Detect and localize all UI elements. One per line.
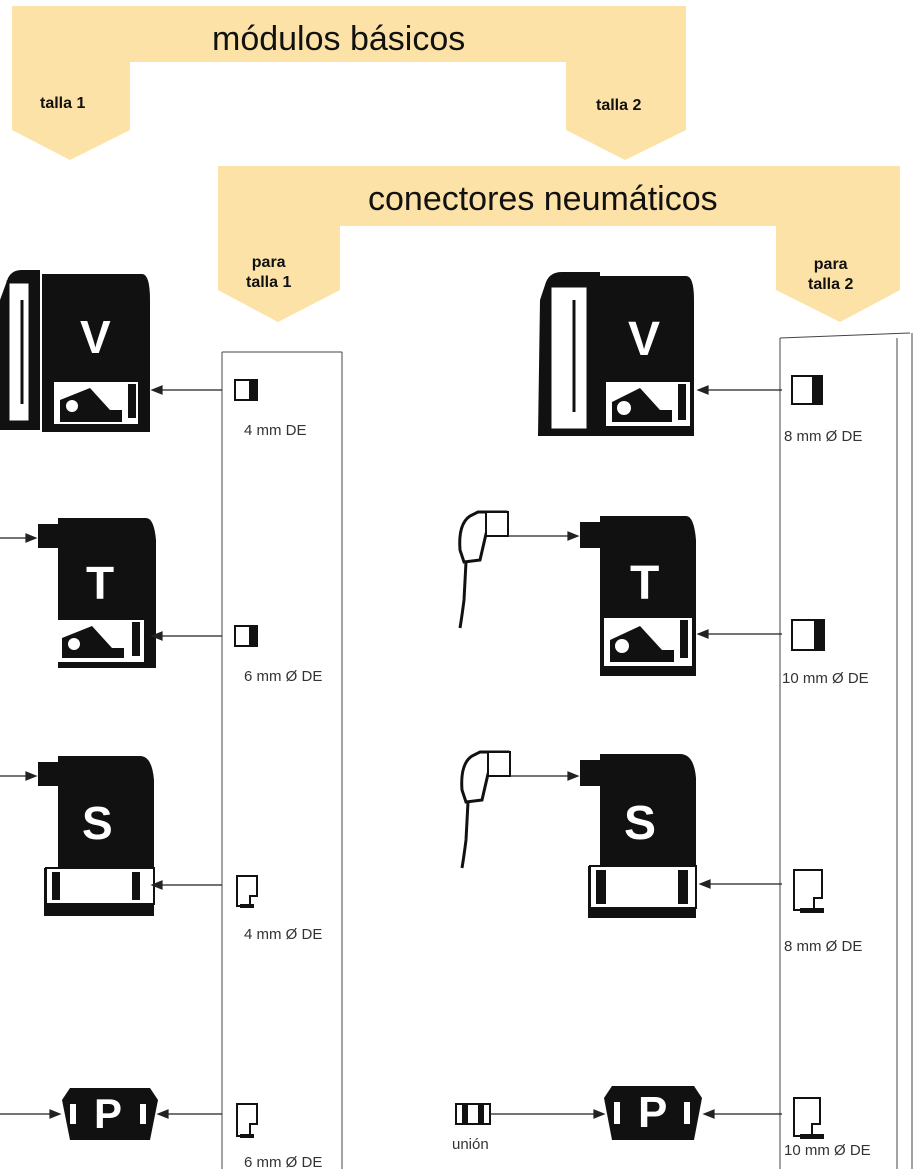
module-t-talla2: [580, 516, 696, 676]
modulos-title: módulos básicos: [212, 20, 466, 58]
para-talla2-label: para talla 2: [808, 255, 853, 295]
module-p-talla1: [62, 1088, 158, 1140]
column-frame-talla1: [221, 351, 343, 1169]
module-v-talla1-letter: V: [80, 311, 111, 363]
dim-talla1-1: 4 mm DE: [244, 422, 307, 439]
talla2-label: talla 2: [596, 97, 642, 114]
plug-talla2-t: [458, 510, 509, 629]
module-v-talla2: [538, 272, 694, 436]
module-t-talla1: [38, 518, 156, 668]
module-t-talla1-letter: T: [86, 557, 115, 609]
union-connector: [455, 1103, 491, 1125]
para-talla2-line2: talla 2: [808, 276, 854, 293]
modulos-banner: [12, 6, 686, 160]
talla1-label: talla 1: [40, 95, 86, 112]
dim-talla2-2: 10 mm Ø DE: [782, 670, 869, 687]
column-frame-talla2: [779, 332, 913, 1169]
dim-talla1-4: 6 mm Ø DE: [244, 1154, 323, 1171]
module-p-talla2: [604, 1086, 702, 1140]
para-talla1-line1: para: [251, 254, 286, 271]
module-p-talla1-letter: P: [94, 1090, 123, 1137]
dim-talla1-3: 4 mm Ø DE: [244, 926, 323, 943]
dim-talla2-3: 8 mm Ø DE: [784, 938, 863, 955]
dim-talla2-4: 10 mm Ø DE: [784, 1142, 871, 1159]
module-s-talla2: [580, 754, 697, 918]
union-label: unión: [452, 1136, 489, 1153]
module-v-talla1: [0, 270, 150, 432]
module-s-talla1: [38, 756, 155, 916]
dim-talla2-1: 8 mm Ø DE: [784, 428, 863, 445]
module-v-talla2-letter: V: [628, 313, 661, 366]
para-talla1-label: para talla 1: [246, 253, 291, 293]
conectores-banner: [218, 166, 900, 322]
connectors-talla2: [791, 375, 825, 1139]
module-s-talla1-letter: S: [82, 797, 113, 849]
plug-talla2-s: [460, 750, 511, 869]
conectores-title: conectores neumáticos: [368, 180, 718, 218]
module-p-talla2-letter: P: [638, 1088, 668, 1137]
para-talla2-line1: para: [813, 256, 848, 273]
arrows-talla2: [490, 385, 782, 1119]
para-talla1-line2: talla 1: [246, 274, 292, 291]
connectors-talla1: [234, 379, 258, 1138]
module-t-talla2-letter: T: [630, 557, 660, 610]
arrows-talla1: [0, 385, 222, 1119]
module-s-talla2-letter: S: [624, 797, 657, 850]
dim-talla1-2: 6 mm Ø DE: [244, 668, 323, 685]
